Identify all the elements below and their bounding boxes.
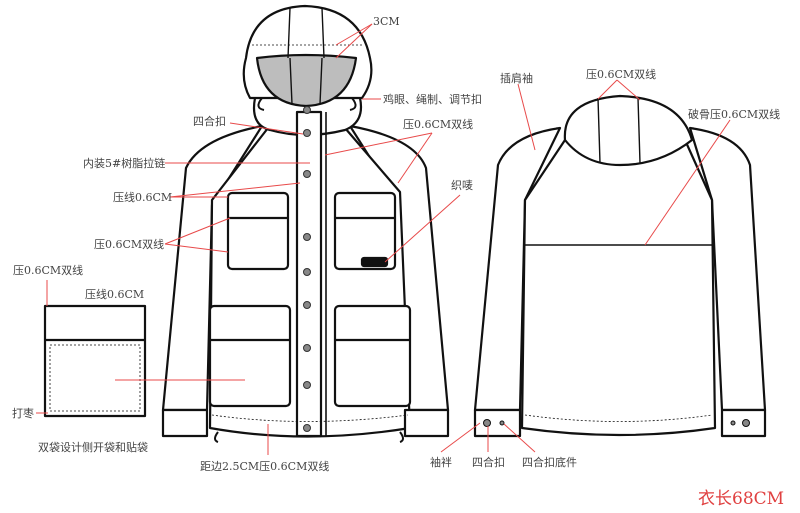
back-hood <box>563 94 694 167</box>
back-left-cuff <box>473 408 522 438</box>
back-snap-label: 四合扣 <box>472 456 505 469</box>
hood-opening <box>255 53 358 108</box>
lower-pocket-left <box>208 304 292 408</box>
pocket-stitch-label: 压0.6CM双线 <box>13 264 84 277</box>
eyelet-label: 鸡眼、绳制、调节扣 <box>383 93 482 106</box>
back-jacket <box>473 94 767 438</box>
front-jacket <box>161 4 450 443</box>
drawcord-toggles <box>214 97 404 443</box>
bartack-label: 打枣 <box>12 407 34 420</box>
snap-label: 四合扣 <box>193 115 226 128</box>
chest-pocket-stitch-label: 压0.6CM双线 <box>94 238 165 251</box>
snap-base-label: 四合扣底件 <box>522 456 577 469</box>
leader-lines <box>36 23 731 455</box>
front-left-cuff <box>161 408 209 438</box>
garment-length-note: 衣长68CM <box>698 489 785 509</box>
back-hood-stitch-label: 压0.6CM双线 <box>586 68 657 81</box>
chest-pocket-left <box>226 191 290 271</box>
lower-pocket-right <box>333 304 412 408</box>
zipper-label: 内装5#树脂拉链 <box>83 157 166 170</box>
raglan-stitch-label: 压0.6CM双线 <box>403 118 474 131</box>
topstitch-label: 压线0.6CM <box>113 191 173 204</box>
front-right-cuff <box>403 408 450 438</box>
raglan-sleeve-label: 插肩袖 <box>500 72 533 85</box>
hem-stitch-label: 距边2.5CM压0.6CM双线 <box>200 460 330 473</box>
snap-buttons <box>303 106 311 432</box>
hood-height-label: 3CM <box>373 15 400 28</box>
pocket-flap-stitch-label: 压线0.6CM <box>85 288 145 301</box>
chest-pocket-right <box>333 191 397 271</box>
cuff-tab-label: 袖袢 <box>430 456 452 469</box>
pocket-caption: 双袋设计侧开袋和贴袋 <box>38 441 148 454</box>
pocket-detail <box>43 304 147 418</box>
yoke-stitch-label: 破骨压0.6CM双线 <box>688 108 781 121</box>
woven-label-label: 织唛 <box>451 179 473 192</box>
woven-label <box>360 256 389 268</box>
